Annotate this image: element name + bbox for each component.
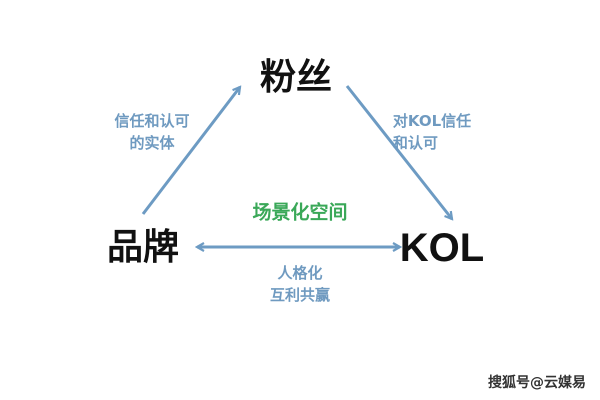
label-line: 人格化 [277,264,323,282]
node-kol: KOL [399,226,485,270]
label-fans-to-kol: 对KOL信任 和认可 [393,110,471,154]
label-line: 对KOL信任 [392,112,472,130]
label-line: 互利共赢 [269,286,331,304]
label-brand-to-fans: 信任和认可 的实体 [114,110,189,154]
watermark: 搜狐号@云媒易 [488,375,586,391]
label-line: 和认可 [392,134,438,152]
arrow-fans-to-kol [345,85,452,219]
arrow-brand-to-fans [141,87,240,215]
node-brand: 品牌 [106,227,180,268]
label-line: 信任和认可 [114,112,190,130]
label-brand-kol: 人格化 互利共赢 [270,262,330,306]
center-label: 场景化空间 [252,201,348,224]
label-line: 的实体 [129,134,175,152]
node-fans: 粉丝 [259,57,333,98]
